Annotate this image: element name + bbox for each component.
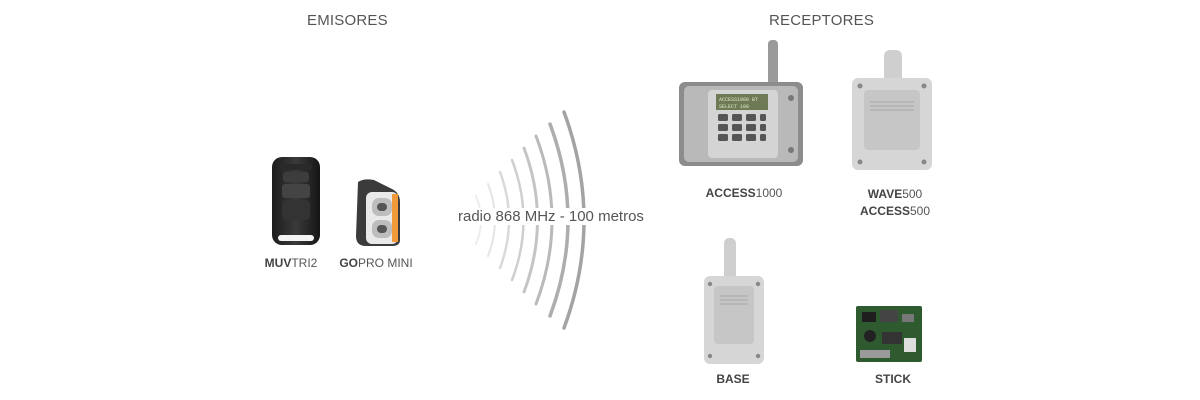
base-receiver-image [704, 238, 764, 364]
emitters-heading: EMISORES [307, 12, 388, 29]
wave500-line: WAVE500 [867, 187, 923, 201]
gopro-mini-remote-image [352, 178, 402, 248]
receivers-heading: RECEPTORES [769, 12, 875, 29]
access500-line: ACCESS500 [859, 204, 931, 218]
access1000-display-line-1: ACCESS1000 BT [719, 97, 758, 103]
wave500-receiver-image [852, 50, 932, 170]
gopro-mini-caption: GOPRO MINI [339, 256, 413, 270]
base-caption: BASE [716, 372, 750, 386]
stick-caption: STICK [875, 372, 911, 386]
muvtri2-caption: MUVTRI2 [264, 256, 318, 270]
access1000-caption: ACCESS1000 [705, 186, 783, 200]
access1000-display-line-2: SELECT 100 [719, 104, 749, 110]
wave500-access500-caption: WAVE500 ACCESS500 [846, 186, 944, 220]
stick-receiver-image [856, 304, 922, 364]
muvtri2-remote-image [270, 156, 322, 248]
radio-range-label: radio 868 MHz - 100 metros [455, 208, 647, 225]
access1000-receiver-image: ACCESS1000 BT SELECT 100 [678, 40, 804, 170]
